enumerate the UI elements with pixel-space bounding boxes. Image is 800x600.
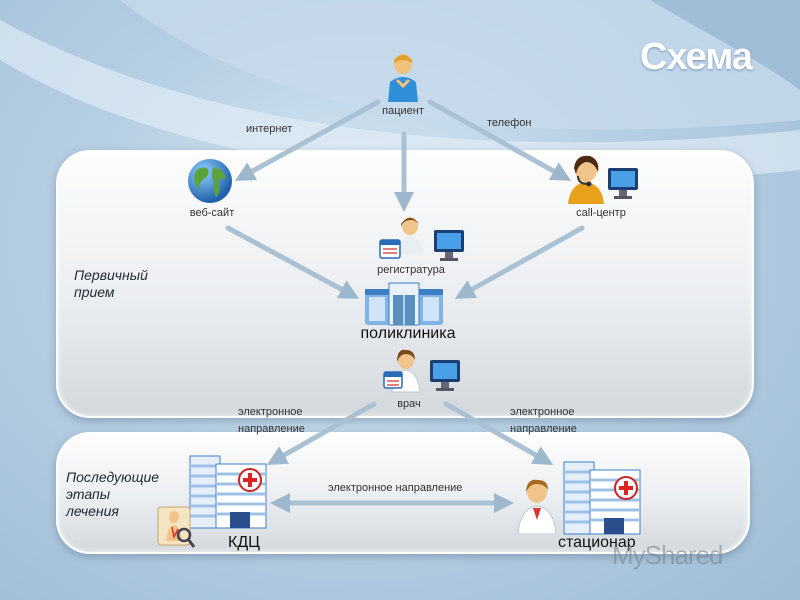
patient-icon [388,54,418,102]
edge-label-eref-left-line1: электронное [238,406,303,418]
edge-label-eref-left: электронное направление [238,404,305,438]
followup-care-label-line3: лечения [66,503,119,519]
callcenter-label: call-центр [576,207,626,219]
watermark-logo: MyShared [612,540,723,570]
edge-label-eref-right: электронное направление [510,404,577,438]
examination-icon [157,506,196,548]
call-center-icon [568,155,638,204]
kdc-building-icon [189,455,267,529]
followup-care-label: Последующие этапы лечения [66,469,176,520]
clinic-label: поликлиника [360,325,456,342]
followup-care-label-line2: этапы [66,486,111,502]
registry-label: регистратура [377,264,445,276]
kdc-label: КДЦ [228,534,260,551]
page-title: Схема [640,36,753,78]
arrow-doctor-hospital [443,401,554,465]
followup-care-label-line1: Последующие [66,469,160,485]
primary-care-label: Первичный прием [74,267,184,301]
hospital-label: стационар [558,534,636,551]
arrow-doctor-kdc [266,401,377,465]
hospital-building-icon [563,461,641,535]
primary-care-label-line2: прием [74,284,115,300]
globe-icon [188,159,232,203]
edge-label-eref-bottom: электронное направление [328,482,463,494]
arrow-patient-website [234,99,381,181]
arrow-callcenter-clinic [454,225,585,299]
edge-label-eref-right-line1: электронное [510,406,575,418]
edge-label-phone: телефон [487,117,532,129]
edge-label-internet: интернет [246,123,293,135]
arrow-patient-callcenter [427,99,572,181]
doctor-icon [383,349,460,393]
doctor-male-icon [517,479,557,534]
website-label: веб-сайт [189,207,235,219]
patient-label: пациент [382,105,424,117]
primary-care-label-line1: Первичный [74,267,148,283]
receptionist-icon [379,217,464,261]
edge-label-eref-left-line2: направление [238,423,305,435]
doctor-label: врач [397,398,421,410]
edge-label-eref-right-line2: направление [510,423,577,435]
clinic-building-icon [365,282,443,326]
arrow-website-clinic [225,225,360,299]
